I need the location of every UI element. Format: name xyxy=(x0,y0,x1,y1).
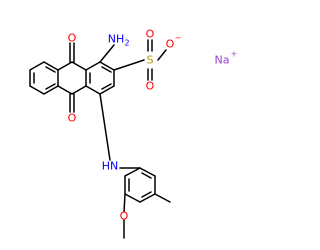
sulfonate-oxygen: O xyxy=(166,38,175,51)
amino-group: NH xyxy=(108,33,125,46)
methoxy-oxygen: O xyxy=(120,210,129,223)
imino-group: HN xyxy=(102,160,119,173)
sulfonyl-oxygen-lower: O xyxy=(146,80,155,93)
sulfonate-charge: − xyxy=(175,34,182,43)
carbonyl-oxygen-top: O xyxy=(68,32,77,45)
amino-subscript: 2 xyxy=(124,39,129,48)
atom-labels: O O NH 2 HN S O O O − O Na + xyxy=(68,28,238,223)
bond-lines xyxy=(29,39,171,239)
sodium-charge: + xyxy=(231,50,238,59)
sulfonyl-oxygen-upper: O xyxy=(146,28,155,41)
carbonyl-oxygen-bottom: O xyxy=(68,112,77,125)
sulfur-atom: S xyxy=(147,54,154,67)
sodium-ion: Na xyxy=(215,54,230,67)
molecule-structure-diagram: O O NH 2 HN S O O O − O Na + xyxy=(29,28,238,239)
